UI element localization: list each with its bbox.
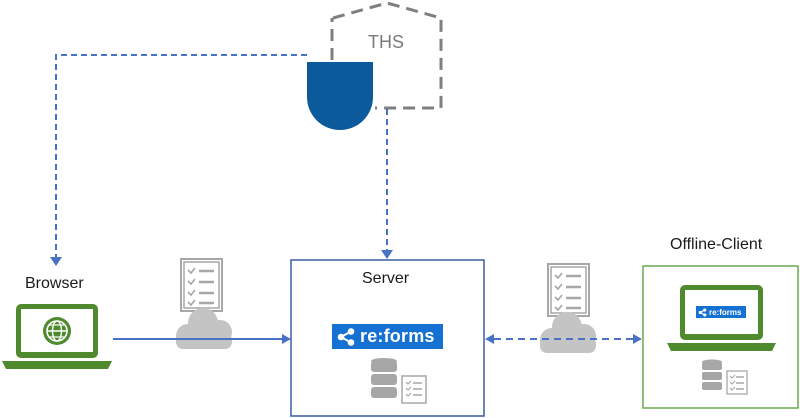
database-icon-offline [702, 359, 722, 390]
database-icon-server [371, 358, 397, 398]
arrowhead-offline [633, 334, 642, 344]
ths-label: THS [368, 32, 404, 52]
reforms-logo: re:forms [332, 324, 443, 349]
checklist-icon-offline [726, 370, 748, 395]
offline-client-label: Offline-Client [670, 236, 763, 253]
arrowhead-server-right [485, 334, 494, 344]
server-label: Server [362, 270, 410, 287]
cloud-icon-right [540, 312, 596, 353]
browser-label: Browser [25, 275, 84, 292]
arrowhead-browser [50, 257, 62, 266]
connector-ths-browser [55, 54, 307, 258]
reforms-logo-small: re:forms [696, 306, 746, 318]
share-icon [337, 327, 355, 346]
arrowhead-server-left [282, 334, 291, 344]
reforms-logo-text: re:forms [360, 326, 435, 346]
arrowhead-server-top [381, 250, 393, 259]
reforms-logo-small-text: re:forms [709, 307, 742, 317]
browser-laptop-icon [2, 304, 112, 369]
checklist-icon-right [547, 263, 590, 317]
checklist-icon-server [401, 375, 427, 404]
cloud-icon-left [176, 308, 232, 349]
share-icon-small [698, 307, 707, 317]
ths-shield-icon [307, 62, 373, 130]
ths-boundary [330, 1, 443, 110]
checklist-icon-left [180, 258, 223, 312]
